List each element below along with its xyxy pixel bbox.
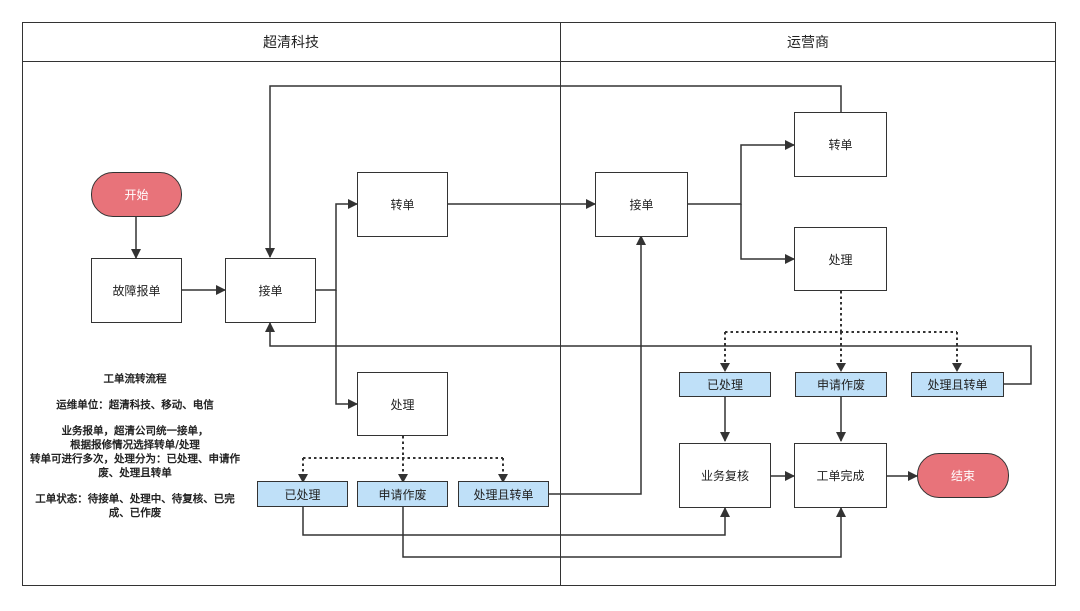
notes-units: 运维单位：超清科技、移动、电信 xyxy=(56,399,214,411)
process-node-right: 处理 xyxy=(794,227,887,291)
process-notes: 工单流转流程 运维单位：超清科技、移动、电信 业务报单，超清公司统一接单， 根据… xyxy=(30,372,240,532)
accept-node-left: 接单 xyxy=(225,258,316,323)
edge-accept-process-right xyxy=(740,204,795,264)
start-terminal: 开始 xyxy=(91,172,182,217)
edge-done-left-review xyxy=(302,507,730,536)
edge-process-right-fanout xyxy=(724,291,958,370)
review-node: 业务复核 xyxy=(679,443,771,508)
edge-pt-right-back xyxy=(265,322,1032,385)
status-void-left: 申请作废 xyxy=(357,481,448,507)
report-node: 故障报单 xyxy=(91,258,182,323)
accept-node-right: 接单 xyxy=(595,172,688,237)
notes-title: 工单流转流程 xyxy=(103,373,167,385)
lane-divider xyxy=(560,22,561,586)
transfer-node-left: 转单 xyxy=(357,172,448,237)
edge-accept-process-left xyxy=(335,290,358,409)
status-done-left: 已处理 xyxy=(257,481,348,507)
status-process-transfer-left: 处理且转单 xyxy=(458,481,549,507)
lane-header-chaoqing: 超清科技 xyxy=(22,22,560,62)
status-void-right: 申请作废 xyxy=(795,372,887,397)
lane-header-operator: 运营商 xyxy=(560,22,1056,62)
transfer-node-right: 转单 xyxy=(794,112,887,177)
edge-accept-transfer-left xyxy=(316,199,358,291)
end-terminal: 结束 xyxy=(917,453,1009,498)
status-done-right: 已处理 xyxy=(679,372,771,397)
edge-process-left-fanout xyxy=(302,436,504,481)
notes-description: 业务报单，超清公司统一接单， 根据报修情况选择转单/处理 转单可进行多次，处理分… xyxy=(30,425,240,479)
notes-states: 工单状态：待接单、处理中、待复核、已完成、已作废 xyxy=(35,493,235,519)
edge-pt-left-accept-right xyxy=(548,235,646,495)
edge-accept-transfer-right xyxy=(688,140,795,205)
complete-node: 工单完成 xyxy=(794,443,887,508)
process-node-left: 处理 xyxy=(357,372,448,436)
edge-void-left-complete xyxy=(402,507,846,558)
swimlane-frame xyxy=(22,22,1056,586)
status-process-transfer-right: 处理且转单 xyxy=(911,372,1004,397)
edge-transfer-right-back xyxy=(265,85,842,258)
